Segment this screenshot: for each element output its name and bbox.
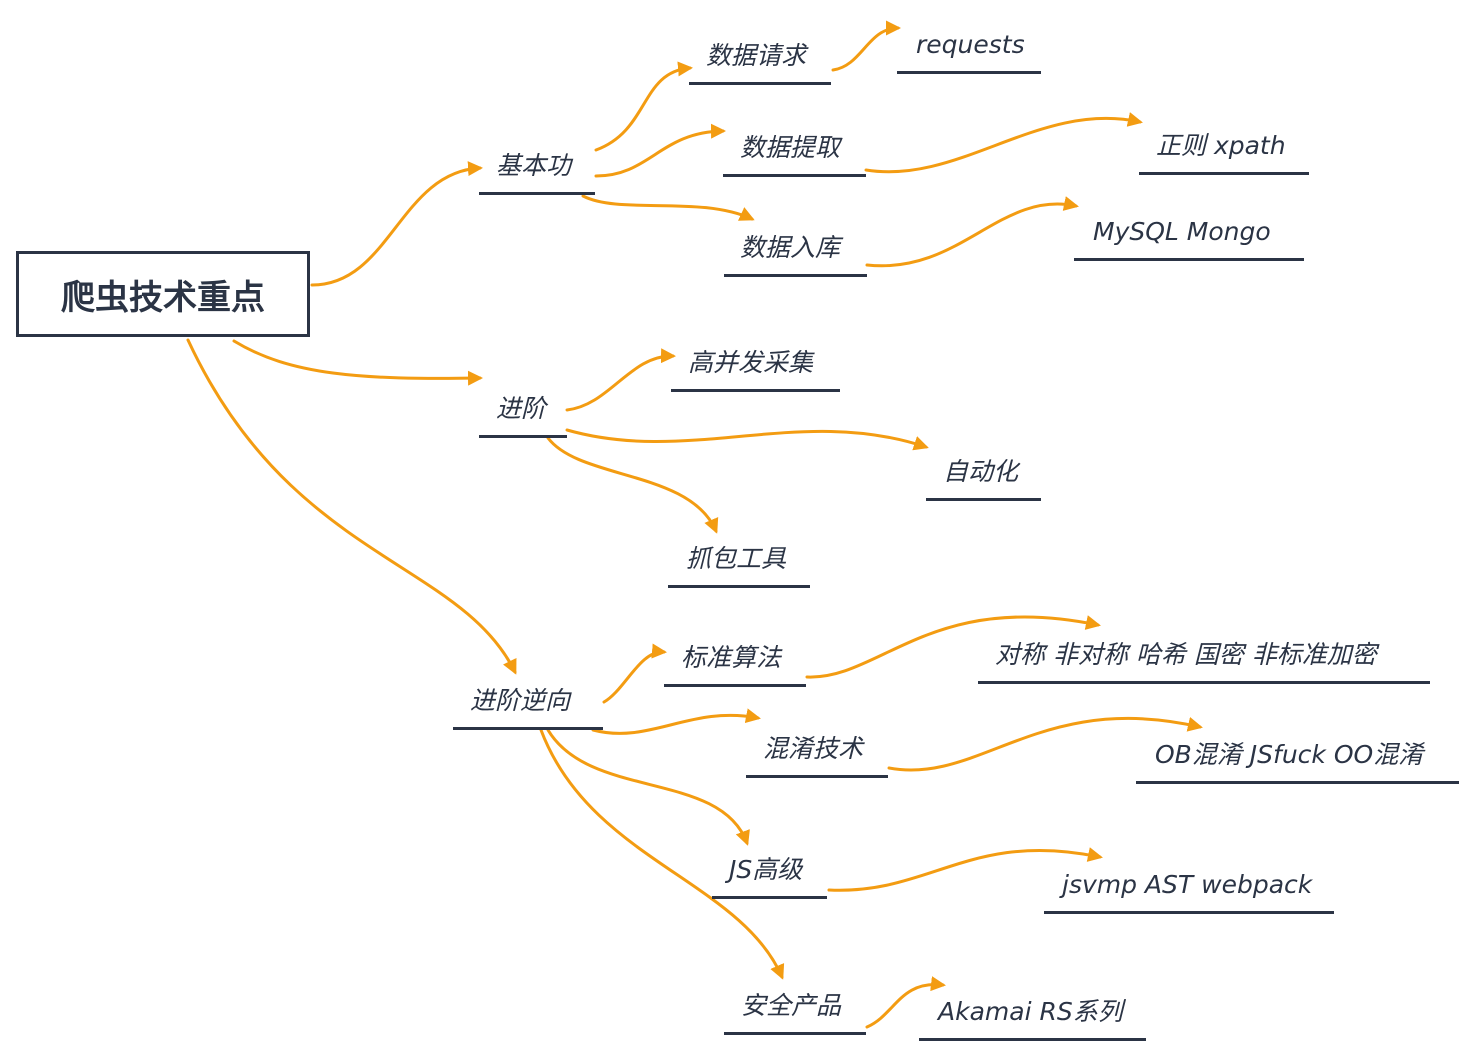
node-automation[interactable]: 自动化: [926, 456, 1041, 501]
node-regex-xpath-label: 正则 xpath: [1156, 131, 1286, 160]
edge-adv-highconc: [565, 348, 676, 412]
node-regex-xpath[interactable]: 正则 xpath: [1139, 130, 1309, 175]
edge-basic-extract: [594, 123, 726, 178]
edge-basic-request: [594, 61, 693, 152]
edge-adv-automation: [565, 428, 929, 451]
edge-extract-detail: [864, 112, 1143, 174]
node-high-concurrency-label: 高并发采集: [688, 348, 814, 377]
node-data-request-underline: [689, 82, 831, 85]
node-high-concurrency-underline: [671, 389, 840, 392]
node-data-storage[interactable]: 数据入库: [724, 232, 867, 277]
node-obfuscation-label: 混淆技术: [763, 734, 864, 763]
node-advanced-label: 进阶: [496, 394, 547, 423]
node-obfuscation-types-label: OB混淆 JSfuck OO混淆: [1155, 740, 1424, 769]
node-obfuscation-types-underline: [1136, 781, 1459, 784]
node-standard-algorithms[interactable]: 标准算法: [664, 642, 806, 687]
node-js-advanced[interactable]: JS高级: [712, 854, 827, 899]
node-requests[interactable]: requests: [897, 29, 1041, 74]
node-security-products-label: 安全产品: [741, 991, 842, 1020]
edge-root-reverse: [186, 338, 517, 675]
edge-rev-js: [546, 728, 750, 846]
node-akamai-rs[interactable]: Akamai RS系列: [919, 996, 1146, 1041]
edge-obf-detail: [887, 716, 1203, 772]
node-reverse-label: 进阶逆向: [470, 686, 571, 715]
node-mysql-mongo-underline: [1074, 258, 1304, 261]
node-jsvmp-ast-webpack-label: jsvmp AST webpack: [1062, 870, 1313, 899]
edge-std-detail: [805, 615, 1101, 679]
node-advanced[interactable]: 进阶: [479, 393, 567, 438]
edge-js-detail: [827, 847, 1103, 892]
node-reverse-underline: [453, 727, 603, 730]
node-mysql-mongo[interactable]: MySQL Mongo: [1074, 216, 1304, 261]
node-basic-label: 基本功: [496, 151, 572, 180]
node-encryption-types[interactable]: 对称 非对称 哈希 国密 非标准加密: [978, 639, 1430, 684]
node-data-extract-label: 数据提取: [740, 133, 841, 162]
edge-rev-standard: [602, 643, 667, 704]
edge-root-basic: [310, 161, 483, 287]
node-requests-underline: [897, 71, 1041, 74]
node-reverse[interactable]: 进阶逆向: [453, 685, 603, 730]
node-basic-underline: [479, 192, 595, 195]
node-encryption-types-underline: [978, 681, 1430, 684]
node-advanced-underline: [479, 435, 567, 438]
node-automation-underline: [926, 498, 1041, 501]
edge-request-detail: [831, 20, 901, 72]
node-jsvmp-ast-webpack-underline: [1044, 911, 1334, 914]
node-js-advanced-underline: [712, 896, 827, 899]
node-security-products[interactable]: 安全产品: [724, 990, 866, 1035]
root-node[interactable]: 爬虫技术重点: [16, 251, 310, 337]
node-data-request[interactable]: 数据请求: [689, 40, 831, 85]
edge-rev-obfuscation: [591, 708, 761, 735]
node-data-storage-underline: [724, 274, 867, 277]
node-mysql-mongo-label: MySQL Mongo: [1093, 217, 1271, 246]
node-js-advanced-label: JS高级: [729, 855, 803, 884]
node-automation-label: 自动化: [943, 457, 1019, 486]
edge-root-advanced: [232, 339, 483, 386]
root-label: 爬虫技术重点: [61, 277, 265, 318]
node-capture-tools[interactable]: 抓包工具: [668, 543, 810, 588]
node-data-extract[interactable]: 数据提取: [723, 132, 866, 177]
node-obfuscation-types[interactable]: OB混淆 JSfuck OO混淆: [1136, 739, 1459, 784]
node-security-products-underline: [724, 1032, 866, 1035]
node-capture-tools-underline: [668, 585, 810, 588]
node-obfuscation[interactable]: 混淆技术: [746, 733, 888, 778]
edge-storage-detail: [865, 196, 1079, 268]
node-data-extract-underline: [723, 174, 866, 177]
node-basic[interactable]: 基本功: [479, 150, 595, 195]
edge-rev-security: [539, 728, 785, 980]
node-akamai-rs-underline: [919, 1038, 1146, 1041]
node-requests-label: requests: [916, 30, 1025, 59]
node-data-request-label: 数据请求: [706, 41, 807, 70]
node-regex-xpath-underline: [1139, 172, 1309, 175]
node-standard-algorithms-label: 标准算法: [681, 643, 782, 672]
node-high-concurrency[interactable]: 高并发采集: [671, 347, 840, 392]
node-standard-algorithms-underline: [664, 684, 806, 687]
node-encryption-types-label: 对称 非对称 哈希 国密 非标准加密: [995, 640, 1377, 669]
node-jsvmp-ast-webpack[interactable]: jsvmp AST webpack: [1044, 869, 1334, 914]
node-akamai-rs-label: Akamai RS系列: [938, 997, 1123, 1026]
node-capture-tools-label: 抓包工具: [686, 544, 787, 573]
node-data-storage-label: 数据入库: [740, 233, 841, 262]
edge-basic-storage: [581, 194, 755, 221]
node-obfuscation-underline: [746, 775, 888, 778]
edge-adv-capture: [546, 436, 719, 534]
edge-sec-detail: [865, 976, 946, 1029]
